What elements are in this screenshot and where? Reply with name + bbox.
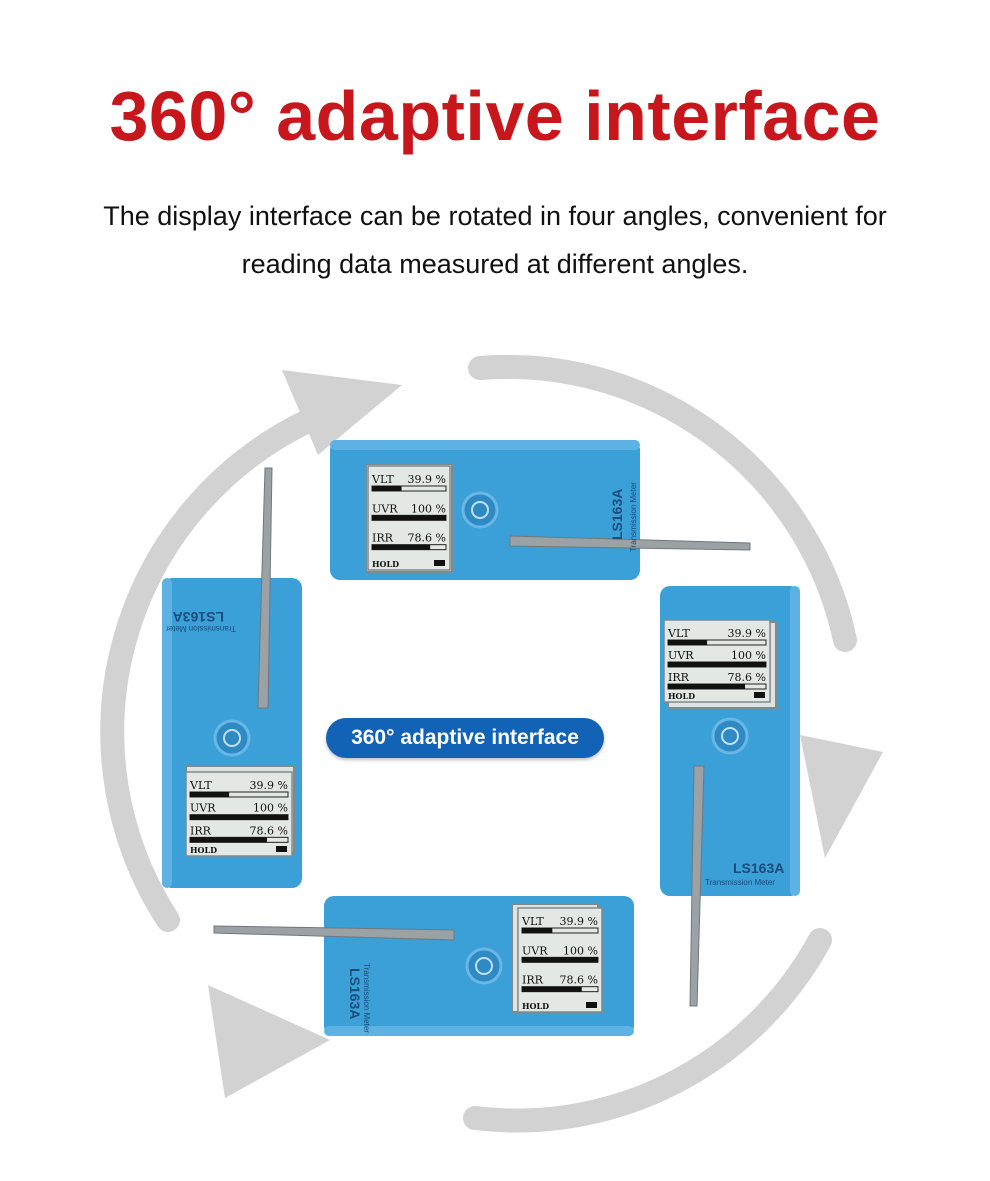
lcd-hold-indicator: HOLD [190, 845, 217, 855]
lcd-label-irr: IRR [522, 974, 544, 987]
svg-text:Transmission Meter: Transmission Meter [166, 624, 236, 633]
arrow-arc-top-left [100, 408, 322, 932]
lcd-bar-fill-vlt [190, 792, 230, 797]
description-text: The display interface can be rotated in … [40, 192, 950, 288]
lcd-label-irr: IRR [372, 532, 394, 545]
model-label-right: LS163A Transmission Meter [705, 860, 784, 887]
lcd-value-uvr: 100 % [731, 649, 766, 662]
lcd-label-vlt: VLT [371, 473, 394, 486]
lcd-label-uvr: UVR [372, 502, 398, 515]
battery-icon [434, 560, 445, 566]
description-line-2: reading data measured at different angle… [241, 249, 749, 279]
lcd-display-left: VLT 39.9 % UVR 100 % IRR 78.6 % HOLD [185, 771, 293, 857]
battery-icon [586, 1002, 597, 1008]
model-label-bottom: LS163A Transmission Meter [347, 963, 371, 1033]
adaptive-interface-badge: 360° adaptive interface [326, 718, 604, 758]
lcd-label-uvr: UVR [668, 649, 694, 662]
rotation-arrows [100, 354, 857, 1133]
svg-text:LS163A: LS163A [733, 860, 784, 876]
lcd-value-uvr: 100 % [253, 802, 288, 815]
lcd-value-irr: 78.6 % [408, 532, 446, 545]
lcd-label-vlt: VLT [189, 779, 212, 792]
lcd-value-vlt: 39.9 % [408, 473, 446, 486]
lcd-bar-fill-irr [190, 837, 268, 843]
arrow-head-top [282, 370, 402, 455]
svg-text:Transmission Meter: Transmission Meter [629, 482, 638, 552]
svg-text:LS163A: LS163A [347, 968, 363, 1019]
lcd-label-irr: IRR [190, 824, 212, 837]
lcd-display-top: VLT 39.9 % UVR 100 % IRR 78.6 % HOLD [367, 465, 451, 571]
battery-icon [276, 846, 287, 852]
lcd-value-uvr: 100 % [411, 502, 446, 515]
lcd-display-right: VLT 39.9 % UVR 100 % IRR 78.6 % HOLD [663, 619, 771, 703]
lcd-value-irr: 78.6 % [250, 824, 288, 837]
arrow-arc-bottom-right [463, 928, 832, 1133]
battery-icon [754, 692, 765, 698]
model-label-left: LS163A Transmission Meter [166, 609, 236, 633]
lcd-value-vlt: 39.9 % [560, 915, 598, 928]
lcd-bar-fill-uvr [372, 515, 446, 521]
svg-text:Transmission Meter: Transmission Meter [705, 878, 775, 887]
lcd-label-vlt: VLT [667, 627, 690, 640]
lcd-value-irr: 78.6 % [560, 974, 598, 987]
lcd-bar-fill-uvr [522, 957, 598, 963]
description-line-1: The display interface can be rotated in … [103, 201, 887, 231]
lcd-bar-fill-uvr [190, 814, 288, 820]
lcd-bar-fill-irr [668, 684, 746, 689]
arrow-head-bottom [208, 985, 330, 1098]
lcd-value-irr: 78.6 % [728, 671, 766, 684]
lcd-value-uvr: 100 % [563, 944, 598, 957]
lcd-bar-fill-vlt [372, 486, 402, 491]
lcd-hold-indicator: HOLD [522, 1001, 549, 1011]
lcd-bar-fill-irr [522, 986, 582, 992]
lcd-label-vlt: VLT [521, 915, 544, 928]
lcd-hold-indicator: HOLD [668, 691, 695, 701]
arrow-head-right [800, 735, 883, 858]
lcd-label-uvr: UVR [190, 802, 216, 815]
svg-text:LS163A: LS163A [173, 609, 224, 625]
lcd-label-irr: IRR [668, 671, 690, 684]
lcd-value-vlt: 39.9 % [250, 779, 288, 792]
lcd-hold-indicator: HOLD [372, 559, 399, 569]
lcd-bar-fill-vlt [668, 640, 708, 645]
lcd-value-vlt: 39.9 % [728, 627, 766, 640]
lcd-display-bottom: VLT 39.9 % UVR 100 % IRR 78.6 % HOLD [517, 907, 603, 1013]
svg-text:LS163A: LS163A [609, 489, 625, 540]
lcd-bar-fill-uvr [668, 662, 766, 667]
model-label-top: LS163A Transmission Meter [609, 482, 638, 552]
lcd-bar-fill-irr [372, 544, 431, 550]
lcd-label-uvr: UVR [522, 944, 548, 957]
arrow-arc-top-right [468, 354, 857, 652]
page-title: 360° adaptive interface [109, 77, 881, 155]
svg-text:Transmission Meter: Transmission Meter [362, 963, 371, 1033]
lcd-bar-fill-vlt [522, 928, 553, 933]
